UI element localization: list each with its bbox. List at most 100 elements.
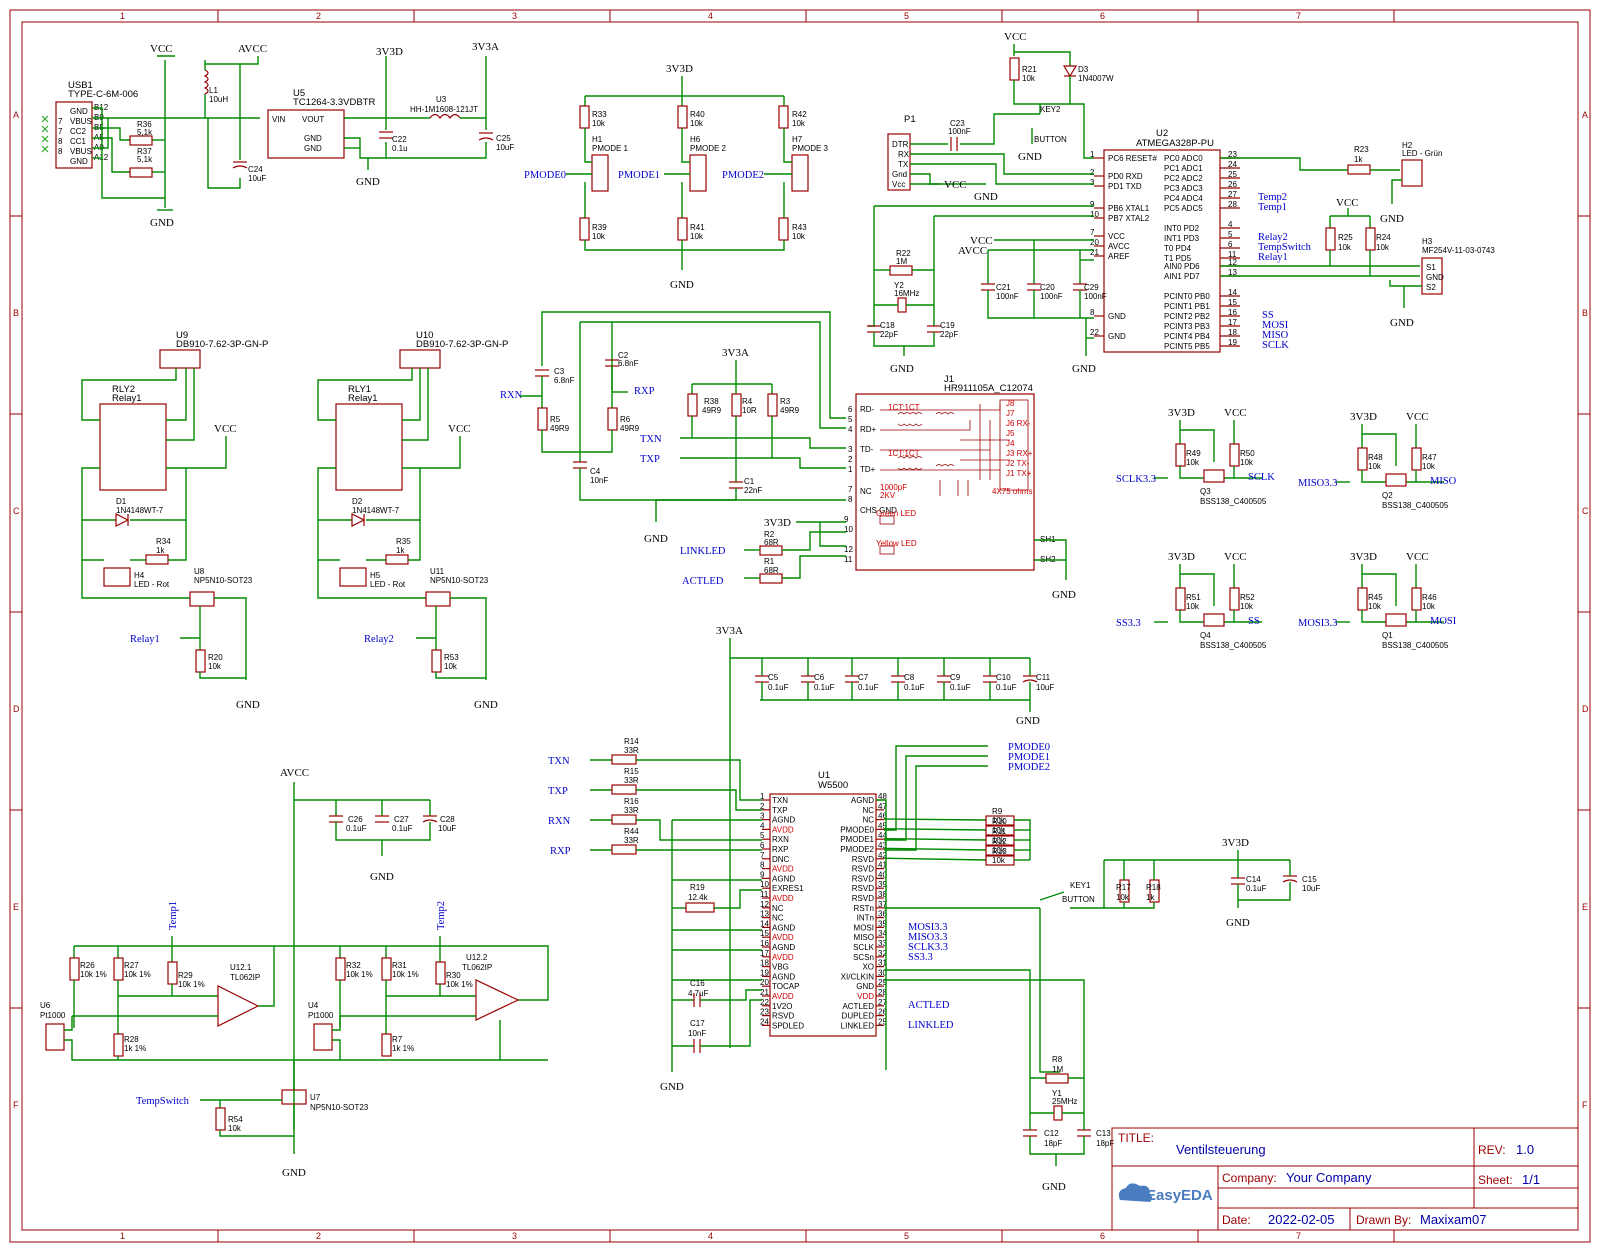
u1-pin-number: 41 (878, 861, 887, 870)
netflag-high: SS (1248, 616, 1260, 627)
svg-text:1k 1%: 1k 1% (392, 1044, 414, 1053)
svg-text:4: 4 (708, 1231, 713, 1241)
svg-text:H5: H5 (370, 571, 381, 580)
svg-text:DB910-7.62-3P-GN-P: DB910-7.62-3P-GN-P (416, 339, 508, 350)
u1-pin-number: 23 (760, 1008, 769, 1017)
svg-text:R26: R26 (80, 961, 95, 970)
svg-text:SS3.3: SS3.3 (908, 952, 933, 963)
svg-text:GND: GND (70, 157, 88, 166)
svg-text:Green LED: Green LED (876, 509, 916, 518)
u1-pin-number: 40 (878, 870, 887, 879)
wire (883, 818, 987, 821)
svg-text:GND: GND (1426, 273, 1444, 282)
svg-text:RX: RX (898, 150, 910, 159)
svg-text:3V3D: 3V3D (666, 63, 693, 75)
svg-text:TXP: TXP (640, 454, 660, 465)
u2-pin-label: PCINT1 PB1 (1164, 302, 1210, 311)
svg-text:18pF: 18pF (1096, 1139, 1114, 1148)
svg-text:EasyEDA: EasyEDA (1146, 1187, 1213, 1204)
mosfet-part: BSS138_C400505 (1382, 501, 1449, 510)
svg-text:TITLE:: TITLE: (1118, 1131, 1154, 1145)
u2-pin-number: 22 (1090, 328, 1099, 337)
svg-text:U10: U10 (416, 330, 433, 341)
svg-text:PMODE 1: PMODE 1 (592, 144, 629, 153)
u1-pin-number: 30 (878, 968, 887, 977)
resistor-value: 10k (1186, 458, 1200, 467)
u1-pin-label: RSVD (852, 884, 874, 893)
netflag-low: SCLK3.3 (1116, 474, 1156, 485)
svg-text:1/1: 1/1 (1522, 1172, 1540, 1187)
svg-text:10uF: 10uF (1302, 884, 1320, 893)
cap-ref: C6 (814, 673, 825, 682)
u1-pin-label: EXRES1 (772, 884, 804, 893)
u2-body (1103, 149, 1221, 353)
svg-text:AVCC: AVCC (958, 245, 987, 257)
u1-pin-number: 48 (878, 792, 887, 801)
svg-text:C3: C3 (554, 367, 565, 376)
svg-text:Drawn By:: Drawn By: (1356, 1213, 1411, 1227)
u1-pin-label: PMODE1 (840, 835, 874, 844)
u2-pin-number: 9 (1090, 200, 1095, 209)
svg-text:D2: D2 (352, 497, 363, 506)
svg-text:RXN: RXN (548, 816, 571, 827)
svg-text:KEY2: KEY2 (1040, 105, 1061, 114)
svg-text:D3: D3 (1078, 65, 1089, 74)
u1-pin-number: 31 (878, 959, 887, 968)
svg-text:10k: 10k (690, 232, 704, 241)
u1-pin-label: SCLK (853, 943, 875, 952)
svg-text:R17: R17 (1116, 883, 1131, 892)
u1-pin-number: 9 (760, 870, 765, 879)
u2-pin-label: PC1 ADC1 (1164, 164, 1203, 173)
svg-text:NP5N10-SOT23: NP5N10-SOT23 (194, 576, 253, 585)
svg-text:Relay1: Relay1 (1258, 252, 1288, 263)
resistor-value: 10k (1422, 462, 1436, 471)
resistor-value: 10k (1186, 602, 1200, 611)
svg-text:7: 7 (58, 127, 63, 136)
wire (1361, 470, 1386, 483)
power-3v3d: 3V3D (1168, 407, 1195, 419)
svg-text:9: 9 (844, 515, 849, 524)
p1-body (887, 133, 911, 191)
svg-text:AVCC: AVCC (280, 767, 309, 779)
svg-text:7: 7 (1296, 1231, 1301, 1241)
svg-text:1CT:1CT: 1CT:1CT (888, 403, 920, 412)
u1-pin-number: 1 (760, 792, 765, 801)
svg-text:R2: R2 (764, 530, 775, 539)
svg-text:H6: H6 (690, 135, 701, 144)
svg-text:TempSwitch: TempSwitch (136, 1096, 190, 1107)
svg-text:49R9: 49R9 (780, 406, 800, 415)
u1-pin-number: 47 (878, 802, 887, 811)
u5-body (267, 109, 345, 159)
resistor-value: 10k (992, 826, 1006, 835)
svg-text:5,1k: 5,1k (137, 128, 153, 137)
svg-text:GND: GND (356, 176, 380, 188)
u1-pin-label: INTn (857, 914, 874, 923)
u1-pin-number: 3 (760, 812, 765, 821)
svg-text:10k: 10k (1022, 74, 1036, 83)
u1-pin-number: 14 (760, 919, 769, 928)
svg-text:GND: GND (70, 107, 88, 116)
svg-text:10k 1%: 10k 1% (178, 980, 205, 989)
u1-pin-label: AVDD (772, 933, 794, 942)
u2-pin-label: VCC (1108, 232, 1125, 241)
u1-pin-number: 10 (760, 880, 769, 889)
svg-text:3V3D: 3V3D (764, 517, 791, 529)
svg-text:J2 TX-: J2 TX- (1006, 459, 1030, 468)
svg-text:C: C (1582, 506, 1589, 516)
wire (883, 837, 987, 841)
svg-text:HR911105A_C12074: HR911105A_C12074 (944, 383, 1033, 394)
svg-text:SCLK: SCLK (1262, 340, 1289, 351)
svg-text:10uF: 10uF (248, 174, 266, 183)
svg-text:Temp1: Temp1 (1258, 202, 1287, 213)
u1-pin-number: 27 (878, 998, 887, 1007)
u1-pin-label: XO (862, 963, 874, 972)
svg-text:C20: C20 (1040, 283, 1055, 292)
svg-text:R15: R15 (624, 767, 639, 776)
cap-ref: C10 (996, 673, 1011, 682)
svg-text:R41: R41 (690, 223, 705, 232)
u2-pin-label: PCINT4 PB4 (1164, 332, 1210, 341)
svg-text:PMODE1: PMODE1 (1008, 752, 1050, 763)
u2-pin-number: 26 (1228, 180, 1237, 189)
svg-text:6: 6 (1100, 11, 1105, 21)
resistor-body (1229, 443, 1240, 467)
